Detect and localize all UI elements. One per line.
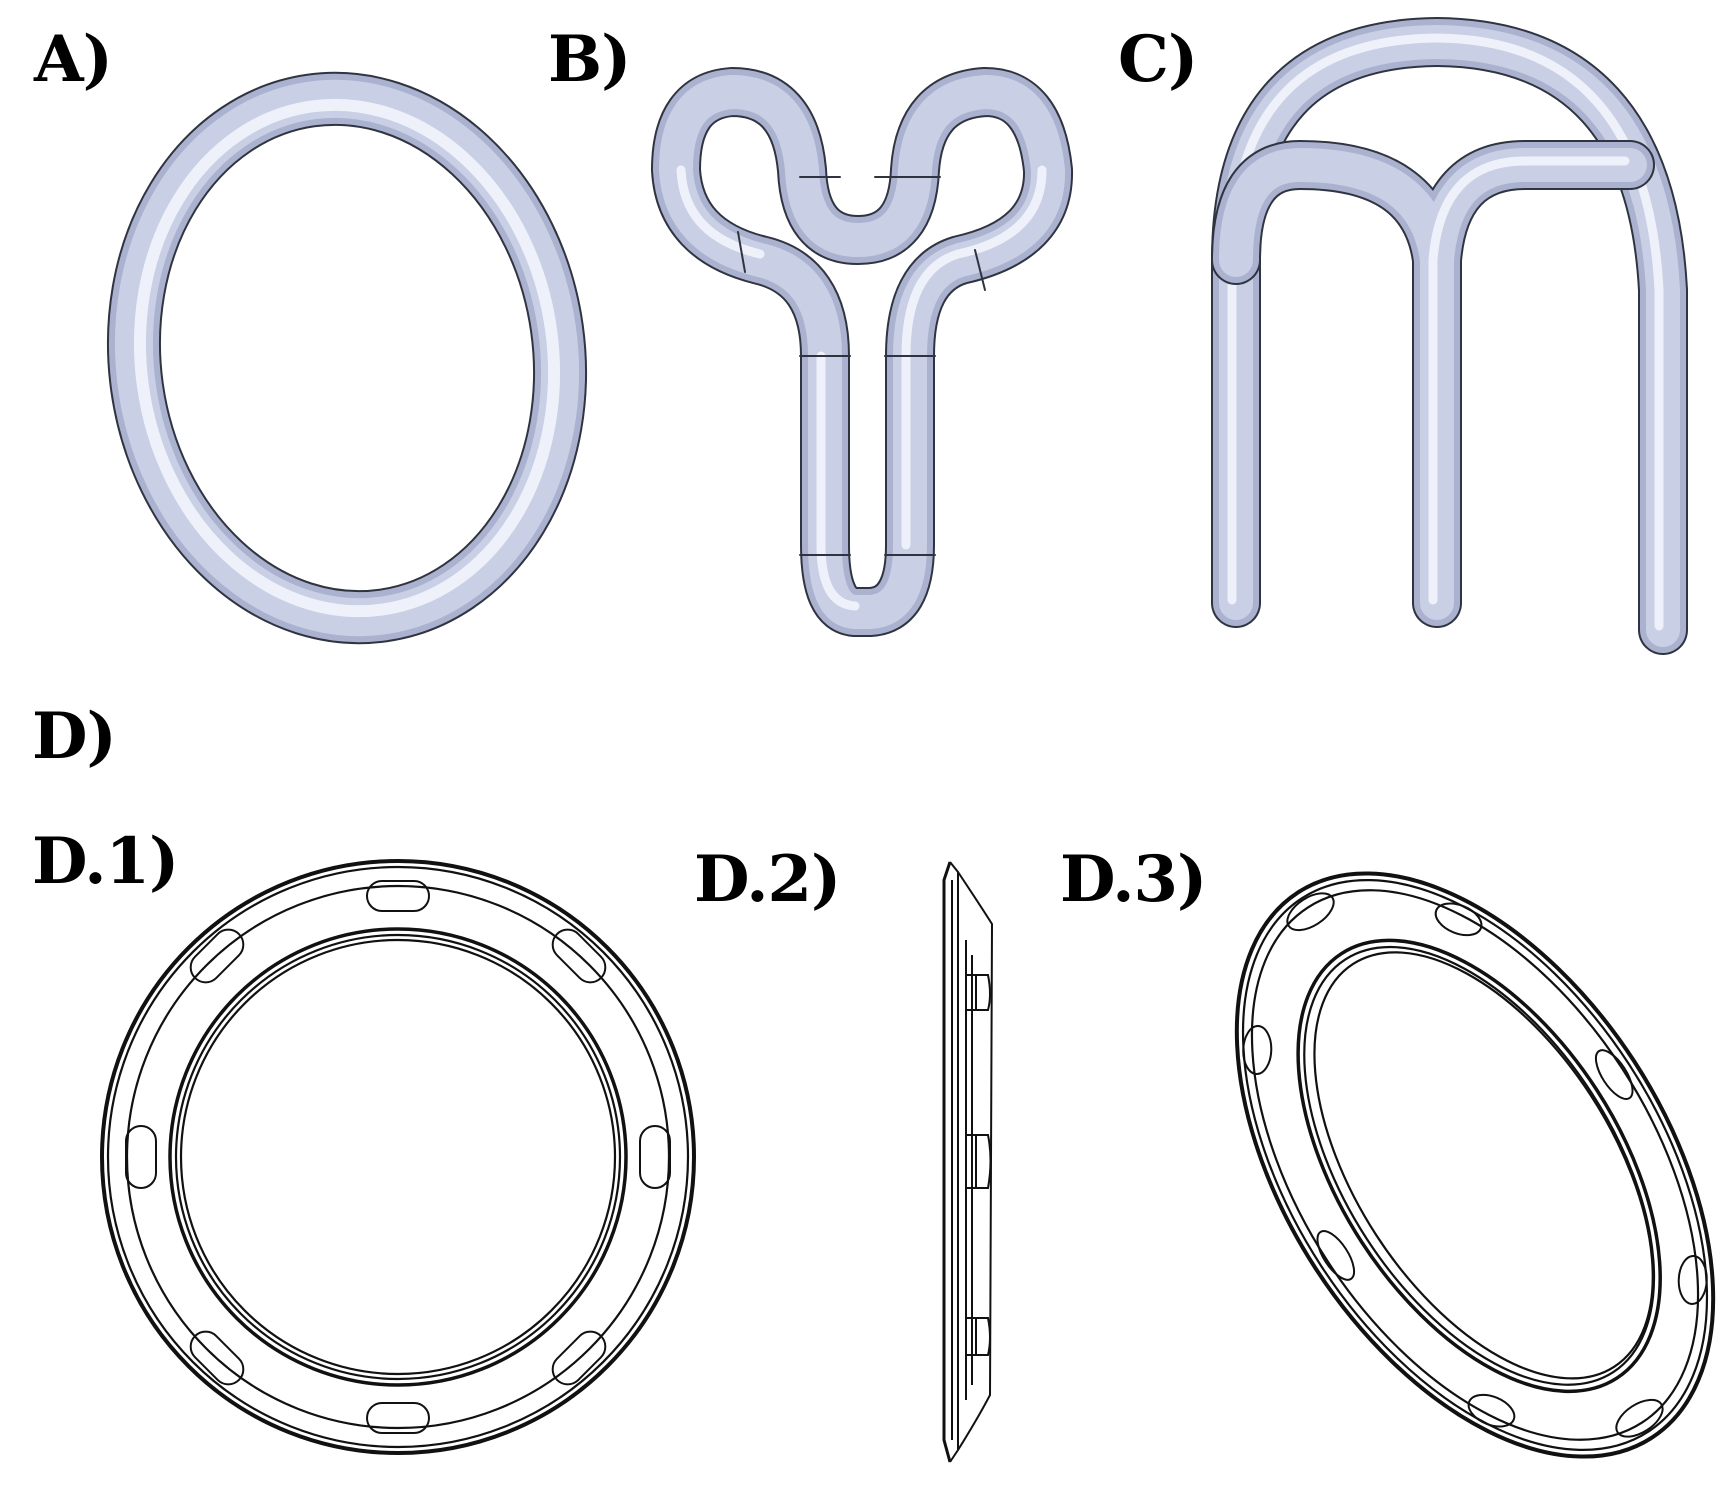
label-d1: D.1)	[32, 824, 179, 899]
pessary-side-view	[942, 861, 994, 1463]
side-slots	[966, 974, 992, 1356]
label-d3: D.3)	[1060, 842, 1207, 917]
label-d: D)	[32, 699, 117, 774]
pessary-front-view	[100, 859, 696, 1455]
label-a: A)	[34, 22, 113, 97]
label-c: C)	[1118, 22, 1198, 97]
ring-tube-a	[106, 71, 588, 645]
front-slots	[125, 880, 671, 1434]
m-tube-c	[1211, 17, 1688, 655]
y-tube-b	[651, 67, 1073, 637]
pessary-isometric-view	[1234, 871, 1716, 1459]
isometric-slots	[1242, 892, 1708, 1438]
label-b: B)	[548, 22, 631, 97]
label-d2: D.2)	[694, 842, 841, 917]
